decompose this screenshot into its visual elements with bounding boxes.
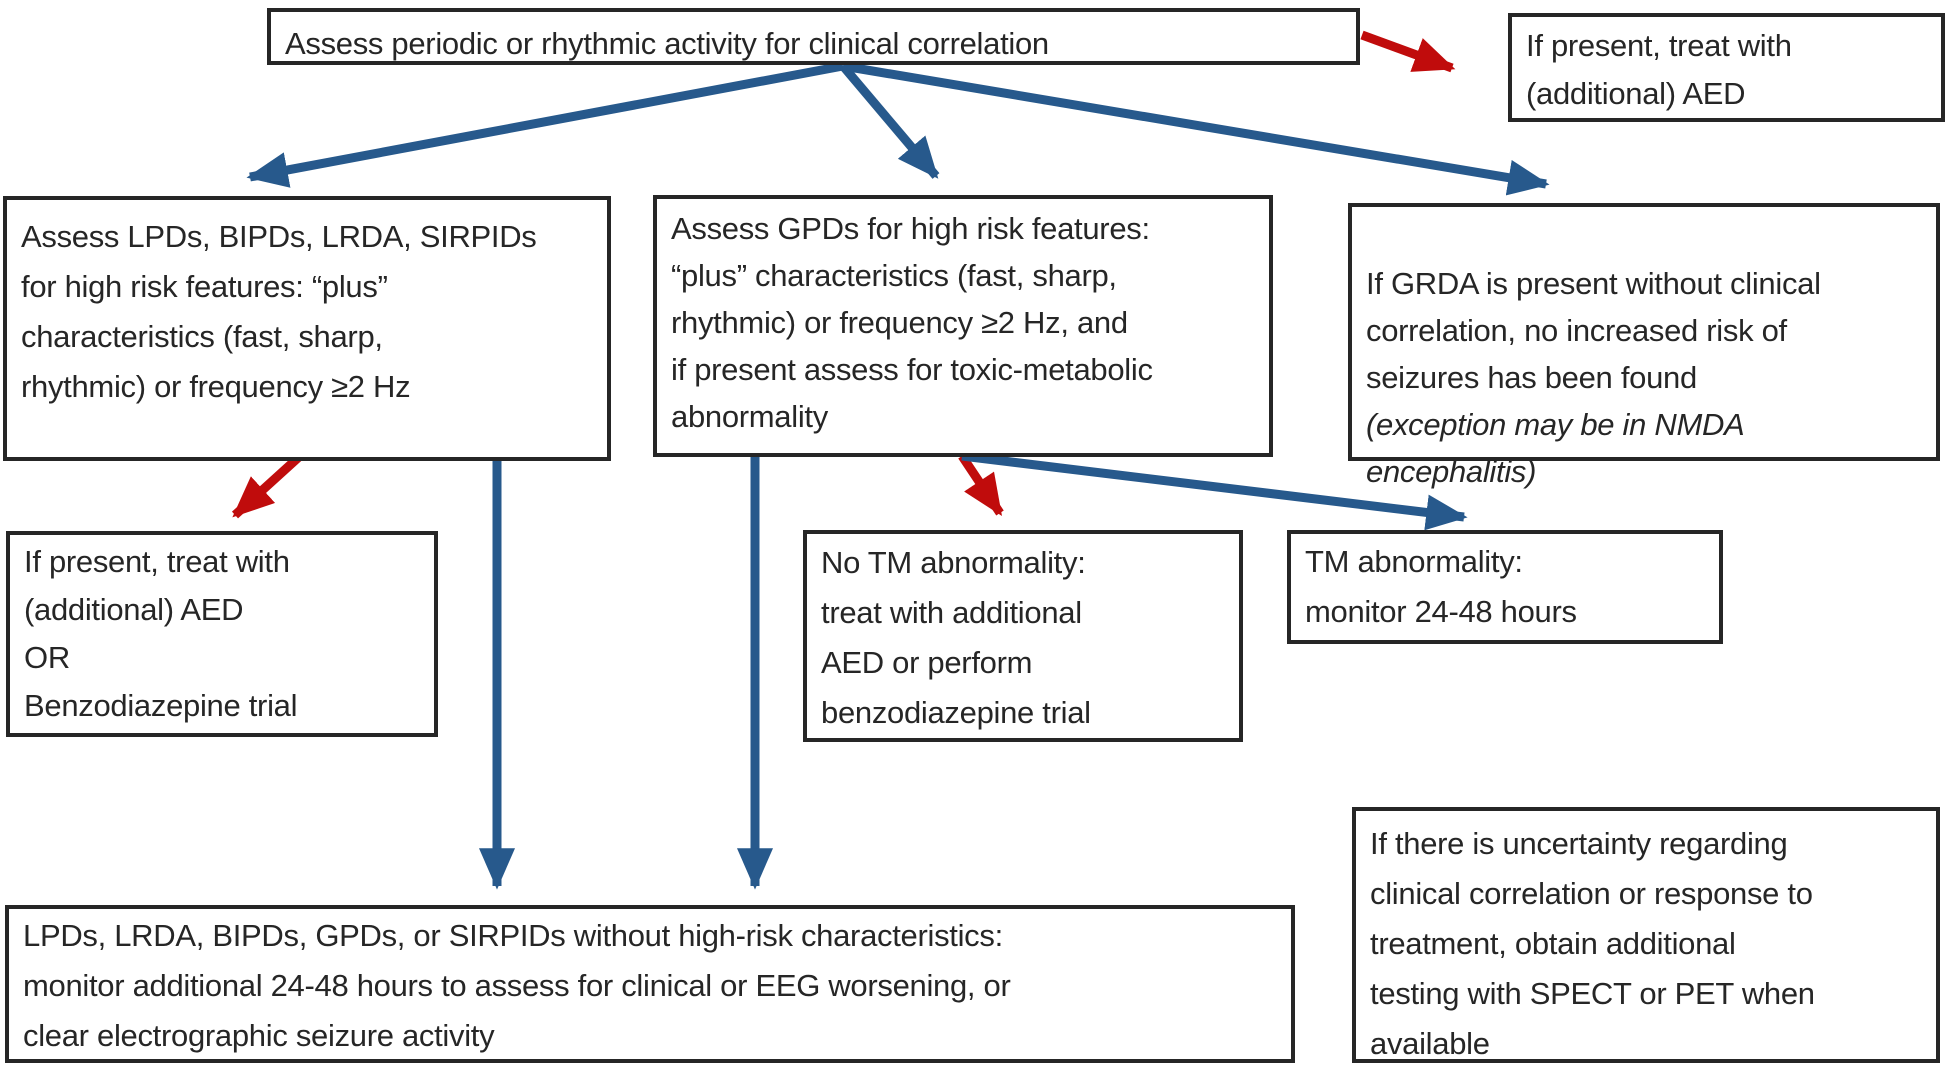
node-grda-no-increased-risk: If GRDA is present without clinical corr… (1348, 203, 1940, 489)
grda-italic-note: (exception may be in NMDA encephalitis) (1366, 407, 1745, 489)
arrow-root-to-treat-aed (1360, 30, 1456, 73)
arrow-lpds-to-treat (231, 452, 304, 519)
arrow-root-to-gpds (839, 63, 940, 179)
node-monitor-without-high-risk: LPDs, LRDA, BIPDs, GPDs, or SIRPIDs with… (5, 905, 1295, 1063)
node-no-tm-abnormality: No TM abnormality: treat with additional… (803, 530, 1243, 742)
node-tm-abnormality: TM abnormality: monitor 24-48 hours (1287, 530, 1723, 644)
node-treat-with-aed: If present, treat with (additional) AED (1508, 13, 1945, 122)
node-uncertainty-spect-pet: If there is uncertainty regarding clinic… (1352, 807, 1940, 1063)
arrow-root-to-lpds (246, 61, 844, 188)
node-assess-gpds: Assess GPDs for high risk features: “plu… (653, 195, 1273, 457)
arrow-gpds-to-no-tm (958, 453, 1004, 516)
node-treat-aed-or-benzodiazepine: If present, treat with (additional) AED … (6, 531, 438, 737)
node-assess-lpds-bipds-lrda-sirpids: Assess LPDs, BIPDs, LRDA, SIRPIDs for hi… (3, 196, 611, 461)
node-assess-periodic-rhythmic: Assess periodic or rhythmic activity for… (267, 8, 1360, 65)
arrow-root-to-grda (842, 61, 1550, 196)
grda-main-text: If GRDA is present without clinical corr… (1366, 266, 1821, 395)
arrow-gpds-to-tm (961, 451, 1468, 531)
